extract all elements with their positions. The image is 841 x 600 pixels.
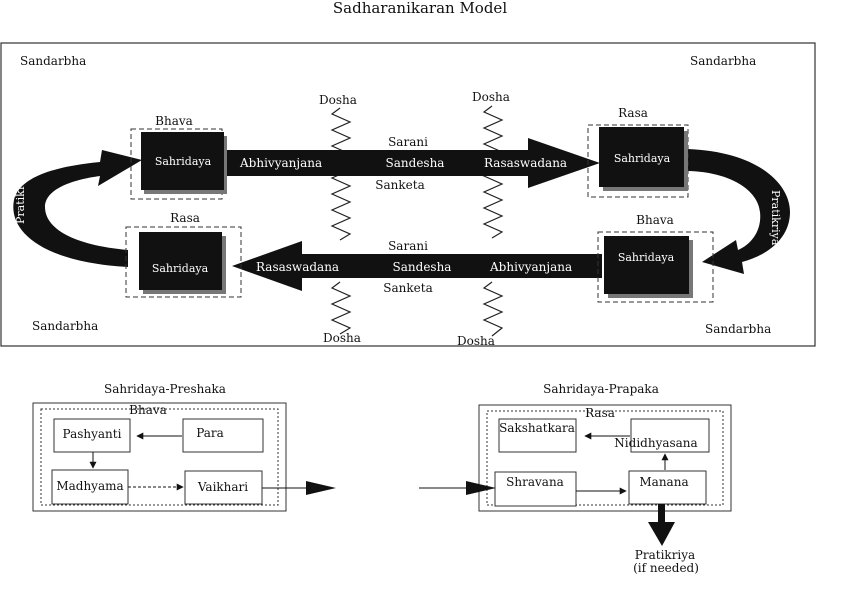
sender-panel-inner-label: Bhava <box>129 403 167 417</box>
stage-pashyanti-label: Pashyanti <box>63 427 122 441</box>
diagram-title: Sadharanikaran Model <box>333 0 507 17</box>
lower-code-label: Sanketa <box>383 281 432 295</box>
stage-para-label: Para <box>196 426 224 440</box>
stage-sakshatkara <box>498 418 577 453</box>
lower-channel-label: Sarani <box>388 239 428 253</box>
context-label-top-left: Sandarbha <box>20 54 86 68</box>
sahridaya-name-bottom-left: Sahridaya <box>152 262 209 275</box>
feedback-arc-left <box>13 150 142 267</box>
stage-shravana <box>494 471 577 507</box>
noise-zigzag-lower-right <box>482 281 504 337</box>
stage-shravana-label: Shravana <box>506 475 564 489</box>
arrow-receiver-input <box>466 481 496 495</box>
context-frame <box>0 42 816 347</box>
feedback-arc-right <box>688 149 790 274</box>
noise-label-top-left: Dosha <box>319 93 357 107</box>
noise-zigzag-lower-left <box>330 281 352 335</box>
noise-label-bottom-right: Dosha <box>457 334 495 348</box>
state-label-top-right: Rasa <box>618 106 648 120</box>
stage-nididhyasana-label: Nididhyasana <box>614 436 697 450</box>
sahridaya-box-bottom-right: Sahridaya <box>597 231 714 303</box>
context-label-top-right: Sandarbha <box>690 54 756 68</box>
upper-left-label: Abhivyanjana <box>239 156 322 170</box>
arrow-receiver-output <box>648 522 675 546</box>
context-label-bottom-right: Sandarbha <box>705 322 771 336</box>
stage-vaikhari <box>184 470 263 505</box>
stage-madhyama <box>51 469 129 505</box>
noise-label-top-right: Dosha <box>472 90 510 104</box>
sahridaya-name-bottom-right: Sahridaya <box>618 251 675 264</box>
stage-sakshatkara-label: Sakshatkara <box>499 421 575 435</box>
sahridaya-box-top-left: Sahridaya <box>130 128 227 200</box>
lower-right-label: Abhivyanjana <box>489 260 572 274</box>
sahridaya-box-top-right: Sahridaya <box>587 124 689 198</box>
upper-channel-label: Sarani <box>388 135 428 149</box>
receiver-panel-title: Sahridaya-Prapaka <box>543 382 659 396</box>
state-label-top-left: Bhava <box>155 114 193 128</box>
receiver-output-label-line2: (if needed) <box>633 561 699 575</box>
lower-left-label: Rasaswadana <box>256 260 339 274</box>
stage-nididhyasana <box>630 418 710 453</box>
upper-code-label: Sanketa <box>375 178 424 192</box>
receiver-panel-inner-frame <box>486 410 724 506</box>
lower-message-label: Sandesha <box>393 260 452 274</box>
upper-right-label: Rasaswadana <box>484 156 567 170</box>
stage-manana-label: Manana <box>639 475 688 489</box>
sahridaya-box-bottom-left: Sahridaya <box>125 226 242 298</box>
feedback-label-right: Pratikriya <box>769 190 782 246</box>
receiver-output-label-line1: Pratikriya <box>635 548 695 562</box>
arrow-sender-output <box>306 481 336 495</box>
stage-vaikhari-label: Vaikhari <box>197 480 248 494</box>
state-label-bottom-right: Bhava <box>636 213 674 227</box>
sahridaya-name-top-left: Sahridaya <box>155 155 212 168</box>
sender-panel-title: Sahridaya-Preshaka <box>104 382 226 396</box>
receiver-panel-inner-label: Rasa <box>585 406 615 420</box>
noise-label-bottom-left: Dosha <box>323 331 361 345</box>
receiver-panel-frame <box>478 404 732 512</box>
upper-message-label: Sandesha <box>386 156 445 170</box>
context-label-bottom-left: Sandarbha <box>32 319 98 333</box>
upper-channel-arrow <box>226 138 600 188</box>
lower-channel-arrow <box>232 241 602 291</box>
feedback-label-left: Pratikriya <box>14 168 27 224</box>
stage-pashyanti <box>53 418 131 453</box>
stage-madhyama-label: Madhyama <box>56 479 123 493</box>
state-label-bottom-left: Rasa <box>170 211 200 225</box>
stage-manana <box>628 470 707 505</box>
sender-panel-frame <box>32 402 287 512</box>
stage-para <box>182 418 264 453</box>
sender-panel-inner-frame <box>40 408 279 506</box>
sahridaya-name-top-right: Sahridaya <box>614 152 671 165</box>
